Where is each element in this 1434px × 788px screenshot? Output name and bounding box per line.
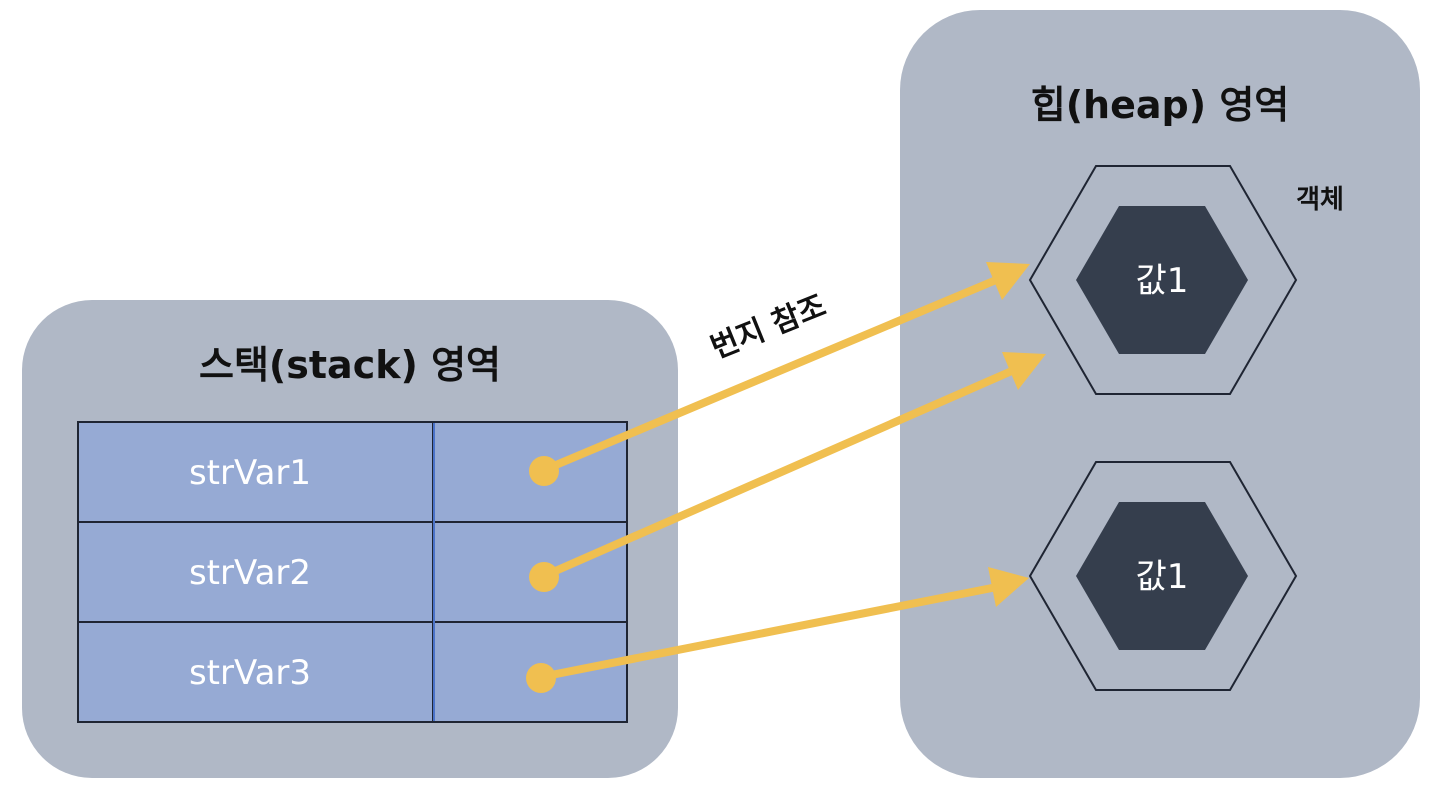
reference-dot-1 xyxy=(529,456,559,486)
stack-cell-name-3 xyxy=(77,621,434,723)
stack-row-2: strVar2 xyxy=(77,521,628,623)
stack-title: 스택(stack) 영역 xyxy=(199,343,501,387)
object-outline-hexagon xyxy=(1028,165,1298,395)
object-outline-hexagon xyxy=(1028,461,1298,691)
object-label: 객체 xyxy=(1296,185,1344,215)
heap-object-2: 값1 xyxy=(1028,461,1298,691)
arrow-line-2 xyxy=(540,366,1018,580)
value-hexagon xyxy=(1076,206,1248,354)
value-hexagon xyxy=(1076,502,1248,650)
reference-arrow-1 xyxy=(529,262,1030,486)
heap-object-1: 값1 xyxy=(1028,165,1298,395)
variable-name-3: strVar3 xyxy=(189,653,311,693)
reference-arrow-3 xyxy=(526,567,1029,693)
variable-name-2: strVar2 xyxy=(189,553,311,593)
arrowhead-3 xyxy=(988,567,1029,607)
arrowhead-2 xyxy=(1002,352,1046,390)
reference-dot-2 xyxy=(529,562,559,592)
reference-arrow-2 xyxy=(529,352,1046,592)
reference-arrows xyxy=(526,262,1046,693)
arrow-line-1 xyxy=(540,276,1000,474)
reference-dot-3 xyxy=(526,663,556,693)
stack-row-3: strVar3 xyxy=(77,621,628,723)
arrowhead-1 xyxy=(986,262,1030,300)
object-value-2: 값1 xyxy=(1136,557,1189,597)
object-value-1: 값1 xyxy=(1136,261,1189,301)
stack-table: strVar1 strVar2 strVar3 xyxy=(77,421,628,723)
arrow-line-3 xyxy=(537,584,996,681)
variable-name-1: strVar1 xyxy=(189,453,311,493)
heap-title: 힙(heap) 영역 xyxy=(1031,83,1290,127)
